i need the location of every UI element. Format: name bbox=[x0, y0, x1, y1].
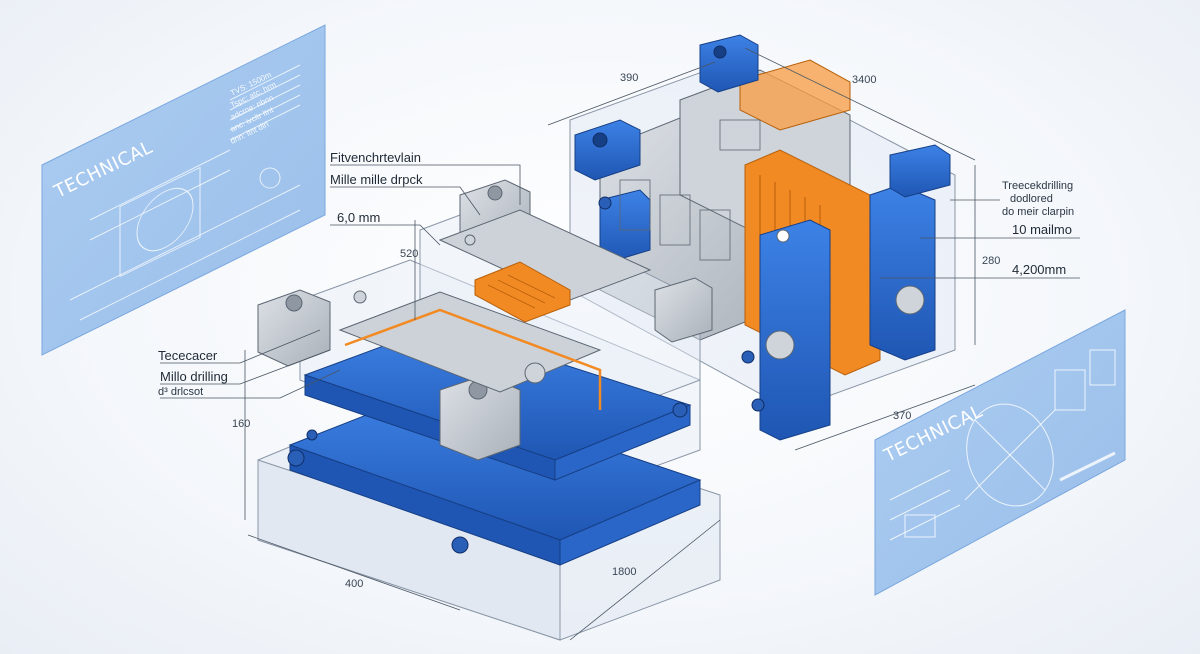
callout-top-1: Fitvenchrtevlain bbox=[330, 150, 422, 165]
dimension-bottom-center: 1800 bbox=[612, 566, 637, 578]
callout-right-2: dodlored bbox=[1010, 193, 1053, 205]
dimension-lines bbox=[244, 47, 976, 641]
callout-left-3: d³ drlcsot bbox=[158, 386, 204, 398]
left-technical-panel: TECHNICAL bbox=[41, 24, 326, 356]
callout-right-4: 10 mailmo bbox=[1012, 222, 1072, 237]
dimension-height-left: 160 bbox=[232, 418, 251, 430]
dimension-height-right: 280 bbox=[982, 255, 1001, 267]
dimension-top-right: 3400 bbox=[852, 74, 877, 86]
callout-right-5: 4,200mm bbox=[1012, 262, 1067, 277]
dimension-width-left: 400 bbox=[345, 578, 364, 590]
right-technical-panel: TECHNICAL bbox=[874, 309, 1126, 596]
dimension-top-left: 390 bbox=[620, 72, 639, 84]
dimension-mid-left: 520 bbox=[400, 248, 419, 260]
dimension-depth-right: 370 bbox=[893, 410, 912, 422]
callout-left-1: Tececacer bbox=[158, 348, 218, 363]
callout-right-1: Treecekdrilling bbox=[1002, 180, 1074, 192]
callout-top-2: Mille mille drpck bbox=[330, 172, 423, 187]
left-mold-assembly bbox=[257, 179, 721, 641]
callout-top-3: 6,0 mm bbox=[337, 210, 381, 225]
callout-leader-lines bbox=[160, 164, 1080, 399]
callout-left-2: Millo drilling bbox=[160, 369, 228, 384]
callout-right-3: do meir clarpin bbox=[1002, 206, 1075, 218]
